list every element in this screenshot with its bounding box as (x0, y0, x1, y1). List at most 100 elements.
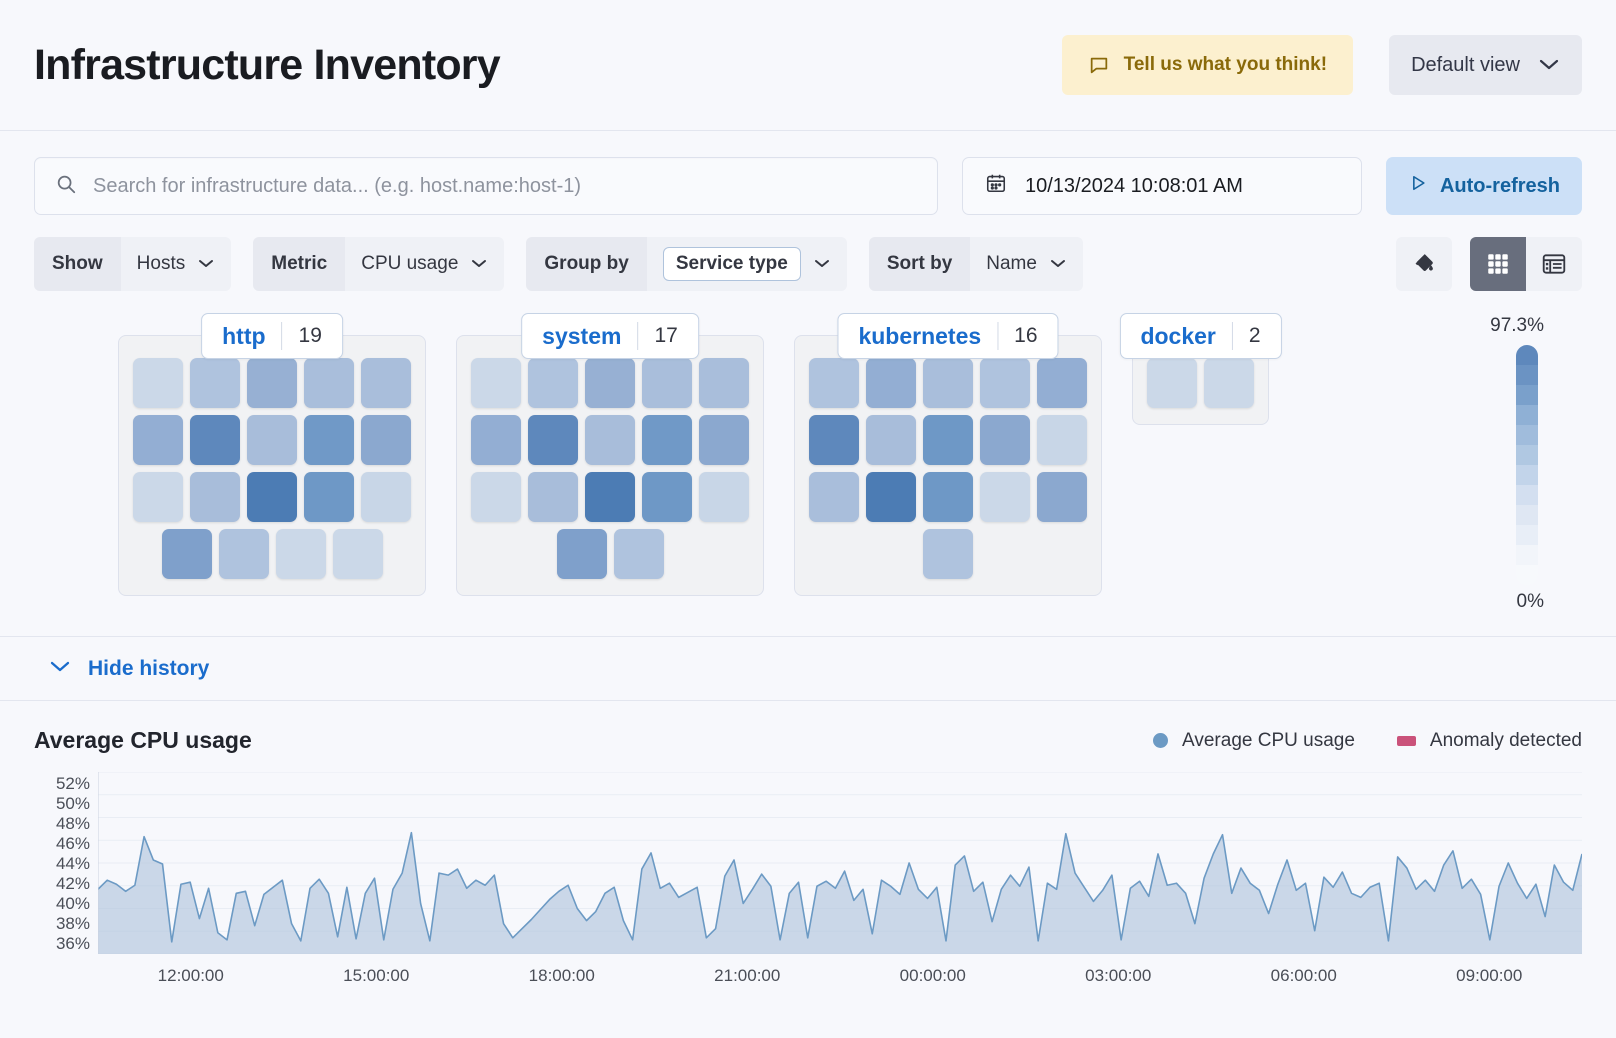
host-tile[interactable] (247, 358, 297, 408)
page-header: Infrastructure Inventory Tell us what yo… (0, 0, 1616, 131)
host-tile[interactable] (304, 472, 354, 522)
feedback-button[interactable]: Tell us what you think! (1061, 35, 1354, 95)
host-tile[interactable] (699, 472, 749, 522)
host-tile[interactable] (980, 472, 1030, 522)
host-tile[interactable] (866, 358, 916, 408)
y-tick-label: 50% (55, 794, 90, 813)
filter-metric-value[interactable]: CPU usage (345, 237, 505, 291)
group-name[interactable]: system (542, 322, 622, 349)
legend-item-anomaly-detected[interactable]: Anomaly detected (1396, 730, 1582, 752)
host-tile[interactable] (218, 529, 269, 579)
x-tick-label: 09:00:00 (1456, 966, 1523, 985)
filter-group-by-value[interactable]: Service type (646, 237, 847, 291)
host-tile[interactable] (1204, 358, 1254, 408)
host-tile[interactable] (361, 415, 411, 465)
host-tile[interactable] (809, 358, 859, 408)
host-tile[interactable] (528, 415, 578, 465)
host-tile[interactable] (699, 415, 749, 465)
y-tick-label: 44% (55, 854, 90, 873)
group-tiles (456, 335, 764, 596)
host-tile[interactable] (361, 472, 411, 522)
host-tile[interactable] (247, 415, 297, 465)
chevron-down-icon (1538, 54, 1560, 77)
host-tile[interactable] (556, 529, 607, 579)
host-tile[interactable] (585, 415, 635, 465)
hide-history-toggle[interactable]: Hide history (0, 637, 1616, 701)
host-tile[interactable] (923, 529, 973, 579)
host-tile[interactable] (866, 415, 916, 465)
host-tile[interactable] (866, 472, 916, 522)
tile-row (923, 529, 973, 579)
host-tile[interactable] (247, 472, 297, 522)
filter-sort-by-value-text: Name (986, 253, 1037, 274)
group-name[interactable]: http (222, 322, 266, 349)
y-tick-label: 38% (55, 914, 90, 933)
host-tile[interactable] (133, 472, 183, 522)
host-tile[interactable] (1037, 415, 1087, 465)
host-tile[interactable] (642, 415, 692, 465)
tile-row (161, 529, 383, 579)
group-tiles (118, 335, 426, 596)
search-row: Search for infrastructure data... (e.g. … (34, 157, 1582, 215)
host-tile[interactable] (304, 415, 354, 465)
tile-row (471, 358, 749, 408)
filter-group-by: Group by Service type (526, 237, 847, 291)
host-tile[interactable] (642, 358, 692, 408)
tile-row (133, 472, 411, 522)
host-tile[interactable] (190, 415, 240, 465)
host-tile[interactable] (809, 472, 859, 522)
paint-bucket-icon[interactable] (1396, 237, 1452, 291)
host-tile[interactable] (1147, 358, 1197, 408)
host-tile[interactable] (980, 358, 1030, 408)
host-tile[interactable] (161, 529, 212, 579)
host-tile[interactable] (923, 415, 973, 465)
color-legend-min: 0% (1516, 591, 1544, 612)
host-tile[interactable] (190, 358, 240, 408)
grid-view-icon[interactable] (1470, 237, 1526, 291)
host-tile[interactable] (1037, 358, 1087, 408)
y-tick-label: 40% (55, 894, 90, 913)
host-tile[interactable] (699, 358, 749, 408)
host-tile[interactable] (332, 529, 383, 579)
host-tile[interactable] (361, 358, 411, 408)
host-tile[interactable] (133, 358, 183, 408)
host-tile[interactable] (275, 529, 326, 579)
chart-plot-area[interactable] (98, 772, 1582, 954)
host-tile[interactable] (133, 415, 183, 465)
color-legend-track (1516, 345, 1538, 585)
host-tile[interactable] (613, 529, 664, 579)
filter-show-value[interactable]: Hosts (120, 237, 232, 291)
group-name[interactable]: docker (1140, 322, 1216, 349)
host-tile[interactable] (809, 415, 859, 465)
host-tile[interactable] (980, 415, 1030, 465)
host-tile[interactable] (585, 472, 635, 522)
auto-refresh-button[interactable]: Auto-refresh (1386, 157, 1582, 215)
host-tile[interactable] (923, 358, 973, 408)
filter-sort-by-value[interactable]: Name (970, 237, 1083, 291)
host-tile[interactable] (585, 358, 635, 408)
host-tile[interactable] (471, 415, 521, 465)
host-tile[interactable] (190, 472, 240, 522)
date-picker[interactable]: 10/13/2024 10:08:01 AM (962, 157, 1362, 215)
host-tile[interactable] (642, 472, 692, 522)
hide-history-label: Hide history (88, 656, 210, 680)
view-selector[interactable]: Default view (1389, 35, 1582, 95)
host-tile[interactable] (923, 472, 973, 522)
host-tile[interactable] (471, 472, 521, 522)
host-tile[interactable] (304, 358, 354, 408)
host-tile[interactable] (528, 358, 578, 408)
host-tile[interactable] (1037, 472, 1087, 522)
group-name[interactable]: kubernetes (858, 322, 982, 349)
filter-show-value-text: Hosts (136, 253, 186, 274)
search-input[interactable]: Search for infrastructure data... (e.g. … (34, 157, 938, 215)
legend-item-average-cpu-usage[interactable]: Average CPU usage (1153, 730, 1355, 752)
host-tile[interactable] (471, 358, 521, 408)
header-actions: Tell us what you think! Default view (1061, 35, 1582, 95)
table-view-icon[interactable] (1526, 237, 1582, 291)
host-tile[interactable] (528, 472, 578, 522)
